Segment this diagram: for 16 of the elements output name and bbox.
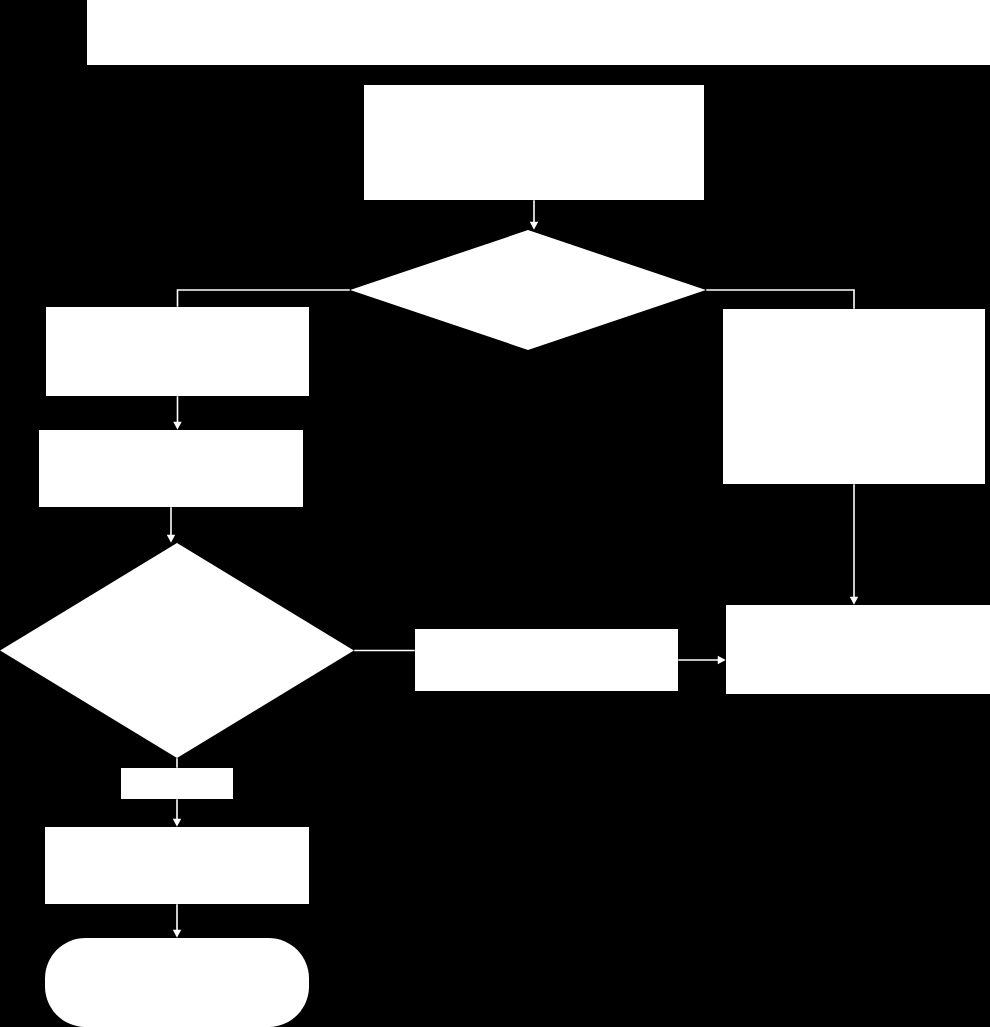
process-box — [87, 0, 990, 65]
process-box — [46, 307, 309, 396]
decision-diamond — [0, 543, 354, 758]
process-box — [364, 85, 704, 200]
process-box — [415, 629, 678, 691]
process-box — [39, 430, 303, 507]
connector-line — [176, 289, 351, 308]
connector-line — [353, 649, 416, 652]
decision-diamond — [350, 230, 706, 350]
process-box — [723, 309, 985, 484]
process-box — [45, 827, 309, 904]
terminal-shape — [45, 938, 309, 1027]
process-box — [726, 605, 990, 694]
process-box — [121, 768, 233, 799]
connector-line — [705, 289, 855, 310]
connector-line — [176, 757, 178, 769]
